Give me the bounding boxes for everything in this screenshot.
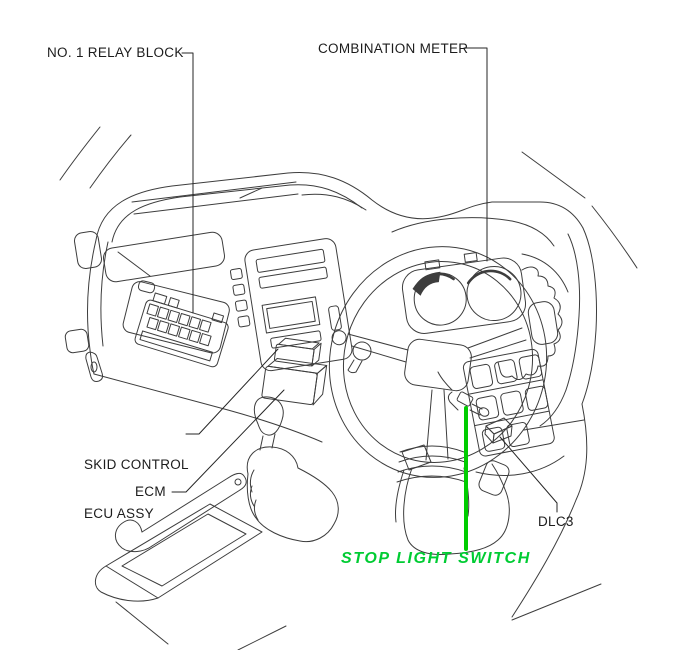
label-relay-block: NO. 1 RELAY BLOCK (47, 45, 184, 60)
label-stop-light-switch: STOP LIGHT SWITCH (341, 550, 531, 567)
shifter (246, 396, 339, 543)
center-stack (229, 238, 353, 372)
dashboard-outline (85, 171, 597, 476)
label-ecm: ECM (135, 484, 166, 499)
label-skid-control-line1: SKID CONTROL (84, 457, 189, 472)
label-combination-meter: COMBINATION METER (318, 41, 469, 56)
label-dlc3: DLC3 (538, 514, 574, 529)
a-pillar-lines (59, 126, 638, 269)
leader-lines (171, 47, 558, 513)
steering-wheel (328, 246, 548, 478)
left-vents (64, 230, 230, 354)
switch-panel (462, 348, 555, 457)
ecm-box (261, 357, 328, 406)
right-vent (527, 301, 559, 345)
relay-block (134, 292, 229, 368)
right-body-lines (511, 403, 602, 621)
dlc3-connector (484, 417, 513, 444)
combination-meter-cluster (401, 252, 569, 380)
label-skid-control-line2: ECU ASSY (84, 506, 154, 521)
label-skid-control-ecu: SKID CONTROL ECU ASSY (84, 425, 189, 553)
center-console (94, 472, 287, 650)
steering-column-pedals (395, 444, 510, 555)
stop-light-switch-part (437, 371, 490, 417)
